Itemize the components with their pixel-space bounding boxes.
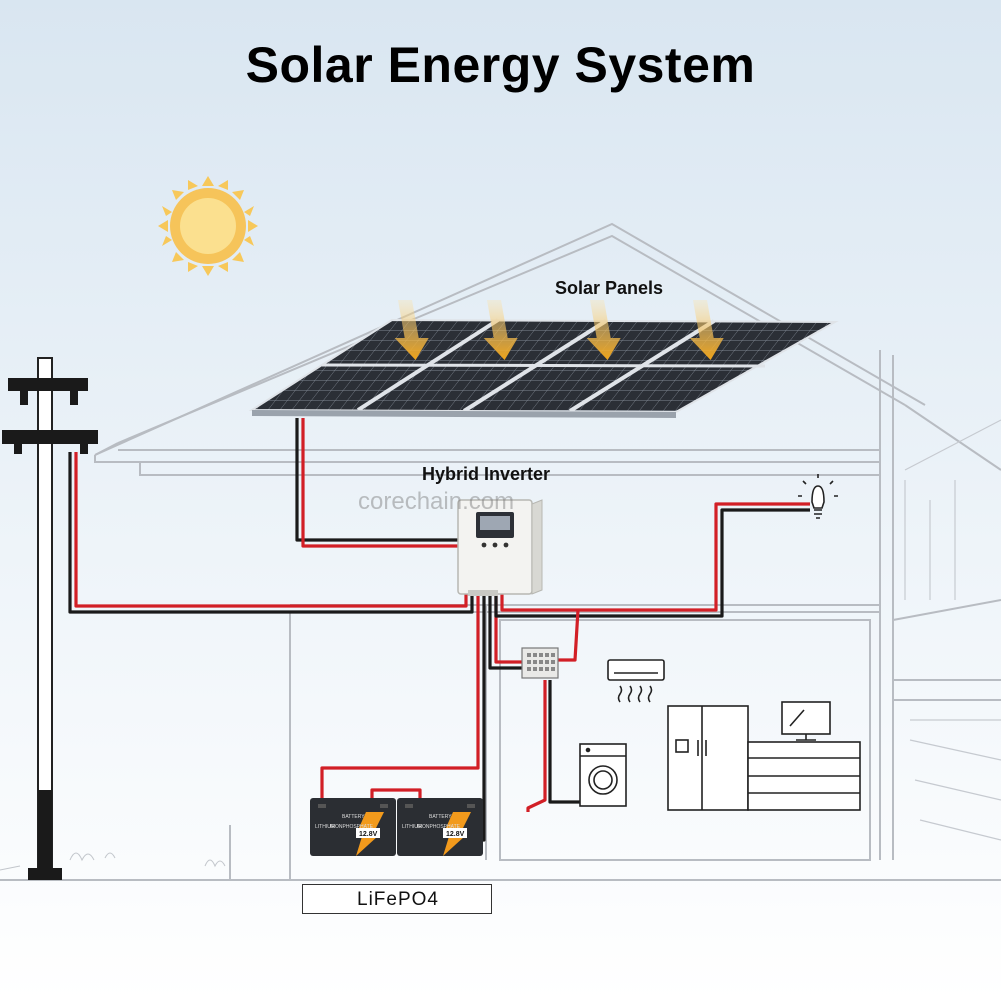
watermark: corechain.com xyxy=(358,488,515,515)
battery-1-voltage: 12.8V xyxy=(359,831,378,838)
hybrid-inverter-label: Hybrid Inverter xyxy=(422,464,551,484)
battery-type-box: LiFePO4 xyxy=(302,884,492,914)
lifepo4-battery-2 xyxy=(397,798,483,856)
battery-2-heading: BATTERY xyxy=(429,814,452,820)
tv-icon xyxy=(781,701,831,741)
wires xyxy=(68,418,810,842)
ground-scribbles xyxy=(0,852,226,871)
air-conditioner-icon xyxy=(607,659,665,703)
battery-1-subtitle: IRONPHOSPHATE xyxy=(330,824,374,830)
breaker-box-icon xyxy=(521,647,559,679)
house-outline xyxy=(94,222,1001,881)
tv-cabinet xyxy=(747,741,861,811)
page-title: Solar Energy System xyxy=(245,37,756,93)
battery-1-heading: BATTERY xyxy=(342,814,365,820)
utility-pole-icon xyxy=(2,357,98,880)
hybrid-inverter-device xyxy=(457,499,543,596)
battery-2-brand: LITHIUM xyxy=(402,824,422,830)
battery-2-subtitle: IRONPHOSPHATE xyxy=(417,824,461,830)
solar-panel-array xyxy=(248,318,839,418)
battery-1-brand: LITHIUM xyxy=(315,824,335,830)
solar-panels-label: Solar Panels xyxy=(555,278,664,298)
refrigerator-icon xyxy=(667,705,749,811)
lifepo4-battery-1 xyxy=(310,798,396,856)
battery-2-voltage: 12.8V xyxy=(446,831,465,838)
washing-machine-icon xyxy=(579,743,627,807)
lightbulb-icon xyxy=(798,474,838,519)
house-right-wing xyxy=(904,419,1001,841)
sunlight-arrows xyxy=(394,300,724,360)
sun-icon xyxy=(158,176,258,276)
battery-type-label: LiFePO4 xyxy=(357,889,439,910)
